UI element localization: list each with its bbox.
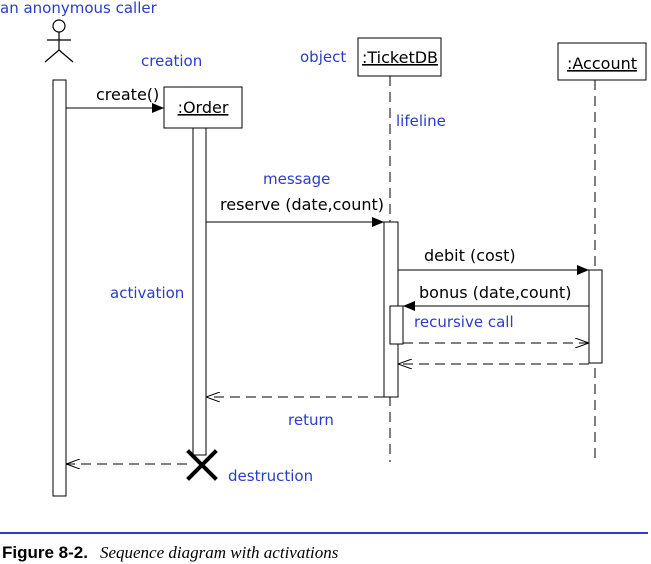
stick-figure-icon [44, 19, 74, 63]
object-account: :Account [557, 42, 647, 81]
destruction-x-icon [186, 449, 218, 481]
object-order-label: :Order [178, 98, 229, 117]
annotation-destruction: destruction [228, 467, 313, 485]
figure-caption: Figure 8-2. Sequence diagram with activa… [2, 543, 339, 562]
object-ticketdb-label: :TicketDB [362, 48, 438, 67]
annotation-return: return [288, 411, 334, 429]
annotation-lifeline: lifeline [396, 112, 446, 130]
object-ticketdb: :TicketDB [357, 37, 442, 77]
annotation-object: object [300, 48, 346, 66]
ticketdb-recursive-activation [389, 305, 404, 345]
order-activation [192, 127, 207, 456]
object-account-label: :Account [567, 54, 637, 73]
actor-caller-label: an anonymous caller [0, 0, 158, 17]
annotation-message: message [263, 170, 330, 188]
object-order: :Order [163, 86, 243, 129]
reserve-message-label: reserve (date,count) [220, 195, 384, 214]
annotation-activation: activation [110, 284, 184, 302]
annotation-creation: creation [141, 52, 202, 70]
account-activation [588, 269, 603, 364]
create-message-label: create() [96, 85, 159, 104]
annotation-recursive-call: recursive call [414, 313, 514, 331]
actor-caller: an anonymous caller [0, 0, 158, 63]
bonus-message-label: bonus (date,count) [419, 283, 571, 302]
debit-message-label: debit (cost) [424, 246, 516, 265]
caption-label: Figure 8-2. [2, 543, 88, 562]
caller-activation [52, 79, 67, 497]
caption-text: Sequence diagram with activations [100, 543, 339, 562]
